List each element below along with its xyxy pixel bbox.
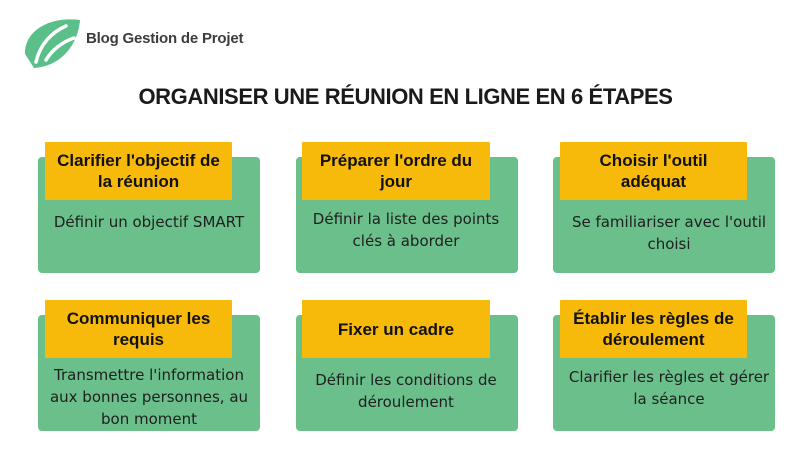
step-title: Fixer un cadre (302, 300, 490, 358)
step-description: Clarifier les règles et gérer la séance (568, 368, 770, 408)
step-title: Établir les règles de déroulement (560, 300, 747, 358)
brand-name: Blog Gestion de Projet (86, 30, 244, 47)
step-description: Définir la liste des points clés à abord… (312, 210, 500, 250)
step-description: Définir un objectif SMART (53, 213, 245, 231)
step-description: Se familiariser avec l'outil choisi (571, 213, 767, 253)
step-description: Définir les conditions de déroulement (315, 371, 497, 411)
step-title: Préparer l'ordre du jour (302, 142, 490, 200)
leaf-logo-icon (24, 19, 80, 68)
step-description: Transmettre l'information aux bonnes per… (49, 366, 249, 428)
page-title: ORGANISER UNE RÉUNION EN LIGNE EN 6 ÉTAP… (138, 84, 673, 109)
step-title: Choisir l'outil adéquat (560, 142, 747, 200)
step-title: Clarifier l'objectif de la réunion (45, 142, 232, 200)
step-title: Communiquer les requis (45, 300, 232, 358)
